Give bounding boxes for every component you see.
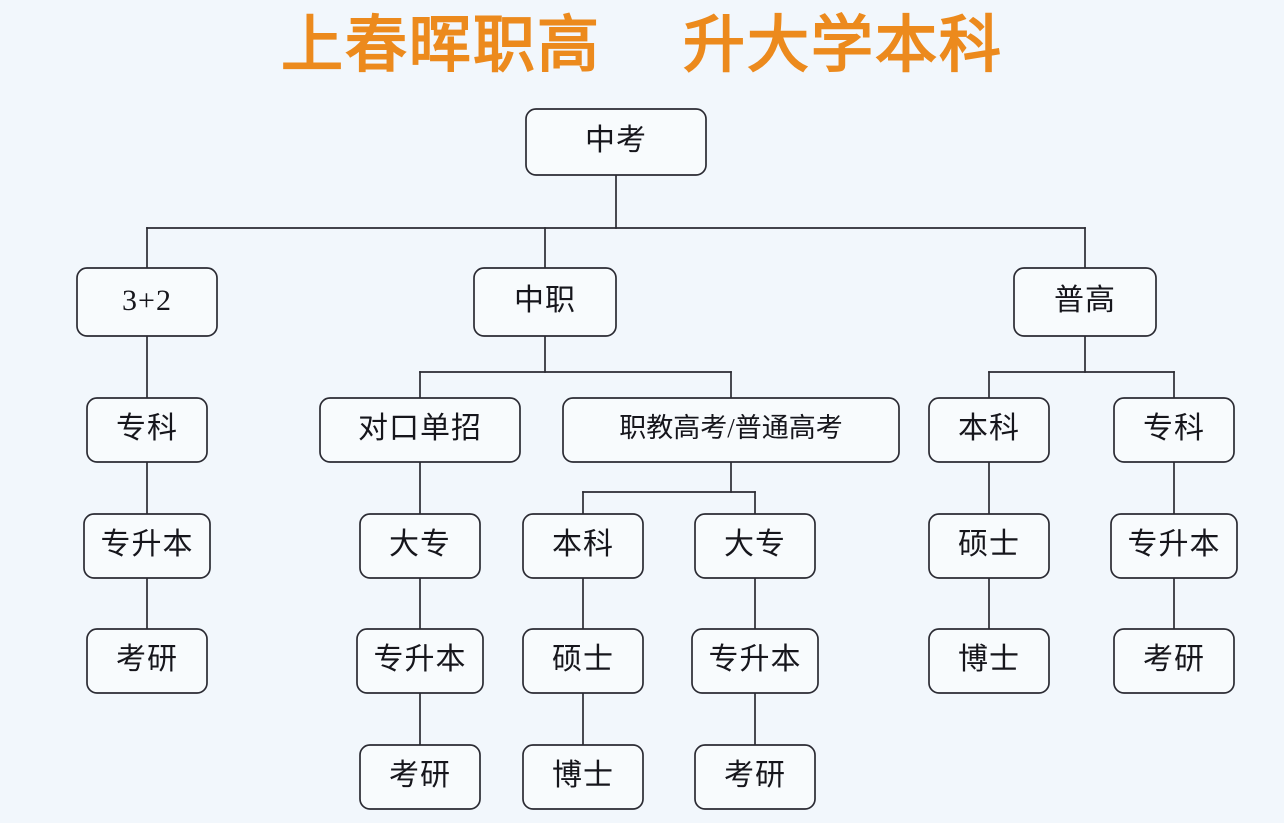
node-c_shuoshi[interactable]: 硕士 (522, 628, 644, 694)
node-box-r_benke (928, 397, 1050, 463)
node-label-d_zhuanshengben: 专升本 (709, 643, 802, 676)
node-label-l_zhuanshengben: 专升本 (101, 528, 194, 561)
node-label-d_dazhuan: 大专 (724, 528, 786, 561)
node-box-m_zhuanshengben (356, 628, 484, 694)
node-d_dazhuan[interactable]: 大专 (694, 513, 816, 579)
node-label-zhongkao: 中考 (585, 124, 647, 157)
node-label-zhijiao_gaokao: 职教高考/普通高考 (619, 413, 843, 443)
node-l_kaoyan[interactable]: 考研 (86, 628, 208, 694)
node-box-duikou (319, 397, 521, 463)
node-zhongkao[interactable]: 中考 (525, 108, 707, 176)
node-three_plus_two[interactable]: 3+2 (76, 267, 218, 337)
node-box-d_zhuanshengben (691, 628, 819, 694)
node-label-r_zhuanshengben: 专升本 (1128, 528, 1221, 561)
node-box-r_zhuanke (1113, 397, 1235, 463)
node-box-m_dazhuan (359, 513, 481, 579)
node-m_kaoyan[interactable]: 考研 (359, 744, 481, 810)
node-box-r_kaoyan (1113, 628, 1235, 694)
node-duikou[interactable]: 对口单招 (319, 397, 521, 463)
node-zhongzhi[interactable]: 中职 (473, 267, 617, 337)
branch-b-zhongzhi (419, 335, 732, 399)
node-box-c_shuoshi (522, 628, 644, 694)
node-label-pugao: 普高 (1054, 284, 1116, 317)
node-r_boshi[interactable]: 博士 (928, 628, 1050, 694)
node-r_shuoshi[interactable]: 硕士 (928, 513, 1050, 579)
node-box-three_plus_two (76, 267, 218, 337)
node-box-l_zhuanke (86, 397, 208, 463)
node-r_zhuanke[interactable]: 专科 (1113, 397, 1235, 463)
node-box-zhongkao (525, 108, 707, 176)
node-zhijiao_gaokao[interactable]: 职教高考/普通高考 (562, 397, 900, 463)
branch-b-zhongkao (146, 174, 1086, 269)
branch-b-zhijiao (582, 461, 756, 515)
node-box-l_kaoyan (86, 628, 208, 694)
node-label-r_boshi: 博士 (958, 643, 1020, 676)
node-box-r_zhuanshengben (1110, 513, 1238, 579)
node-label-three_plus_two: 3+2 (122, 284, 172, 317)
node-box-l_zhuanshengben (83, 513, 211, 579)
node-c_boshi[interactable]: 博士 (522, 744, 644, 810)
node-label-m_zhuanshengben: 专升本 (374, 643, 467, 676)
edge-layer (146, 174, 1175, 746)
node-label-duikou: 对口单招 (358, 412, 482, 445)
node-label-zhongzhi: 中职 (514, 284, 576, 317)
node-box-zhijiao_gaokao (562, 397, 900, 463)
node-box-c_boshi (522, 744, 644, 810)
node-box-d_kaoyan (694, 744, 816, 810)
node-box-r_boshi (928, 628, 1050, 694)
node-label-m_kaoyan: 考研 (389, 759, 451, 792)
node-m_dazhuan[interactable]: 大专 (359, 513, 481, 579)
node-d_zhuanshengben[interactable]: 专升本 (691, 628, 819, 694)
branch-b-pugao (988, 335, 1175, 399)
node-l_zhuanshengben[interactable]: 专升本 (83, 513, 211, 579)
node-label-l_kaoyan: 考研 (116, 643, 178, 676)
node-label-r_benke: 本科 (958, 412, 1020, 445)
node-label-c_benke: 本科 (552, 528, 614, 561)
node-label-c_boshi: 博士 (552, 759, 614, 792)
node-label-c_shuoshi: 硕士 (552, 643, 614, 676)
node-label-r_shuoshi: 硕士 (958, 528, 1020, 561)
node-box-m_kaoyan (359, 744, 481, 810)
node-m_zhuanshengben[interactable]: 专升本 (356, 628, 484, 694)
node-label-r_kaoyan: 考研 (1143, 643, 1205, 676)
node-layer: 中考3+2专科专升本考研中职对口单招大专专升本考研职教高考/普通高考本科硕士博士… (76, 108, 1238, 810)
node-label-m_dazhuan: 大专 (389, 528, 451, 561)
node-c_benke[interactable]: 本科 (522, 513, 644, 579)
node-r_kaoyan[interactable]: 考研 (1113, 628, 1235, 694)
node-r_benke[interactable]: 本科 (928, 397, 1050, 463)
node-d_kaoyan[interactable]: 考研 (694, 744, 816, 810)
node-r_zhuanshengben[interactable]: 专升本 (1110, 513, 1238, 579)
node-l_zhuanke[interactable]: 专科 (86, 397, 208, 463)
node-label-d_kaoyan: 考研 (724, 759, 786, 792)
node-box-d_dazhuan (694, 513, 816, 579)
node-box-c_benke (522, 513, 644, 579)
node-box-r_shuoshi (928, 513, 1050, 579)
node-label-r_zhuanke: 专科 (1143, 412, 1205, 445)
node-label-l_zhuanke: 专科 (116, 412, 178, 445)
node-box-pugao (1013, 267, 1157, 337)
node-pugao[interactable]: 普高 (1013, 267, 1157, 337)
node-box-zhongzhi (473, 267, 617, 337)
